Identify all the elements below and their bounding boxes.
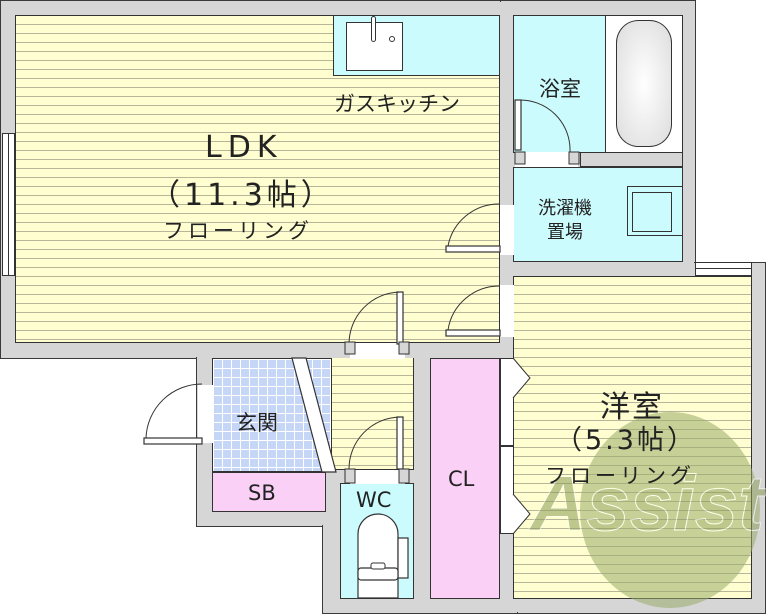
faucet-icon bbox=[371, 16, 376, 42]
hall-door-icon[interactable] bbox=[344, 290, 415, 362]
washing-machine-pan bbox=[627, 186, 683, 236]
toilet-label: WC bbox=[356, 488, 392, 512]
window-western-north bbox=[695, 262, 752, 276]
toilet-icon bbox=[357, 513, 409, 599]
ldk-floor-type: フローリング bbox=[163, 219, 313, 243]
washing-machine-inner bbox=[632, 192, 672, 232]
ldk-label: LDK bbox=[205, 130, 283, 165]
kitchen-label: ガスキッチン bbox=[334, 92, 460, 116]
western-door-icon[interactable] bbox=[445, 282, 516, 342]
closet-door-2[interactable] bbox=[500, 446, 514, 534]
shoe-box-label: SB bbox=[248, 481, 276, 505]
western-door-gap bbox=[500, 285, 514, 337]
closet-door-1[interactable] bbox=[500, 358, 514, 446]
toilet-door-icon[interactable] bbox=[344, 415, 415, 487]
shoe-box bbox=[212, 472, 326, 512]
closet-label: CL bbox=[448, 467, 475, 491]
ldk-size: （11.3帖） bbox=[150, 178, 335, 213]
bath-door-gap bbox=[515, 152, 578, 167]
step-edge bbox=[291, 357, 337, 473]
entrance-label: 玄関 bbox=[236, 411, 278, 435]
hall-door-gap bbox=[350, 343, 405, 359]
western-label: 洋室 bbox=[600, 390, 664, 425]
bath-label: 浴室 bbox=[539, 77, 581, 101]
laundry-label-2: 置場 bbox=[547, 222, 583, 243]
western-size: （5.3帖） bbox=[555, 425, 697, 456]
bath-wall bbox=[580, 152, 683, 167]
western-floor-type: フローリング bbox=[545, 464, 695, 488]
window-line bbox=[695, 268, 752, 269]
entrance-door-gap bbox=[198, 385, 213, 443]
closet-door-fold-icon bbox=[512, 357, 531, 535]
watermark-logo: Assist bbox=[528, 412, 766, 608]
laundry-label-1: 洗濯機 bbox=[538, 198, 592, 219]
svg-text:Assist: Assist bbox=[528, 459, 766, 547]
tub-basin-icon bbox=[616, 20, 672, 147]
bath-door-icon[interactable] bbox=[514, 98, 585, 168]
window-line bbox=[8, 133, 9, 276]
toilet-door-gap bbox=[350, 470, 405, 484]
laundry-door-gap bbox=[500, 205, 514, 255]
closet bbox=[430, 358, 500, 599]
drain-icon bbox=[389, 36, 395, 42]
laundry-door-icon[interactable] bbox=[445, 200, 516, 260]
entrance-door-icon[interactable] bbox=[143, 382, 219, 454]
